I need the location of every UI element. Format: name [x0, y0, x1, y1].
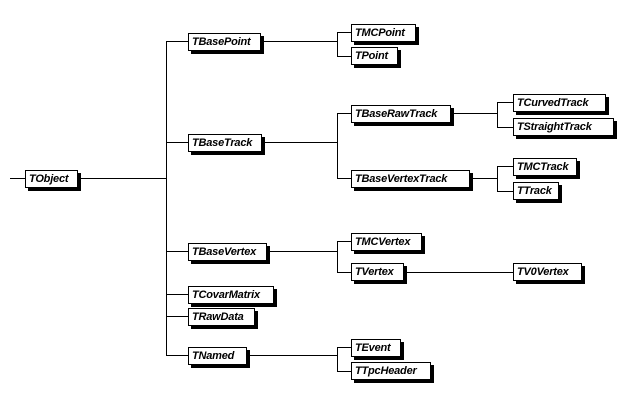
edge-tbasevertextrack-out — [470, 178, 498, 179]
class-node-tmcvertex[interactable]: TMCVertex — [351, 233, 422, 251]
class-node-tbasepoint[interactable]: TBasePoint — [188, 33, 261, 51]
class-node-trawdata[interactable]: TRawData — [188, 308, 255, 326]
class-node-label: TNamed — [192, 349, 235, 362]
class-node-label: TBasePoint — [192, 35, 251, 48]
edge-tnamed-bus — [337, 347, 338, 371]
edge-tbasepoint-out — [261, 41, 338, 42]
class-node-label: TMCTrack — [517, 160, 569, 173]
class-node-label: TCovarMatrix — [192, 288, 260, 301]
edge-tbasevertex-tvertex — [337, 272, 351, 273]
class-node-label: TV0Vertex — [517, 265, 569, 278]
edge-tbasetrack-tbaserawtrack — [337, 113, 351, 114]
edge-trunk-tbasepoint — [166, 41, 188, 42]
class-node-ttrack[interactable]: TTrack — [513, 182, 559, 200]
edge-trunk-trawdata — [166, 316, 188, 317]
edge-tbasepoint-tmcpoint — [337, 32, 351, 33]
class-node-label: TBaseVertex — [192, 245, 257, 258]
edge-tbaserawtrack-out — [451, 113, 498, 114]
class-node-tcurvedtrack[interactable]: TCurvedTrack — [513, 94, 606, 112]
edge-tbasetrack-tbasevertextrack — [337, 178, 351, 179]
edge-tbaserawtrack-tcurvedtrack — [497, 102, 513, 103]
class-node-tmctrack[interactable]: TMCTrack — [513, 158, 577, 176]
class-node-tstraighttrack[interactable]: TStraightTrack — [513, 118, 614, 136]
class-node-tcovarmatrix[interactable]: TCovarMatrix — [188, 286, 274, 304]
edge-tnamed-out — [247, 355, 338, 356]
edge-trunk-tbasevertex — [166, 251, 188, 252]
edge-root-stub — [10, 178, 26, 179]
edge-tnamed-ttpcheader — [337, 371, 351, 372]
edge-tbasepoint-tpoint — [337, 56, 351, 57]
class-node-label: TBaseRawTrack — [355, 107, 438, 120]
class-node-tvertex[interactable]: TVertex — [351, 263, 404, 281]
class-node-label: TBaseTrack — [192, 136, 253, 149]
edge-main-trunk — [166, 41, 167, 356]
class-node-label: TTpcHeader — [355, 364, 417, 377]
class-node-label: TRawData — [192, 310, 244, 323]
class-node-tobject[interactable]: TObject — [25, 170, 78, 188]
class-node-tbasetrack[interactable]: TBaseTrack — [188, 134, 262, 152]
edge-tbasevertex-bus — [337, 241, 338, 272]
edge-tbasevertextrack-bus — [497, 166, 498, 191]
edge-tbasetrack-out — [262, 142, 338, 143]
edge-tbasepoint-bus — [337, 32, 338, 56]
class-node-label: TPoint — [355, 49, 389, 62]
edge-tbasevertex-out — [267, 251, 338, 252]
edge-tbasevertextrack-tmctrack — [497, 166, 513, 167]
edge-tbasevertex-tmcvertex — [337, 241, 351, 242]
edge-trunk-tbasetrack — [166, 142, 188, 143]
edge-tbaserawtrack-bus — [497, 102, 498, 127]
class-node-tbasevertextrack[interactable]: TBaseVertexTrack — [351, 170, 470, 188]
class-node-label: TMCVertex — [355, 235, 411, 248]
class-node-label: TEvent — [355, 341, 391, 354]
edge-tobject-to-trunk — [78, 178, 166, 179]
class-node-tnamed[interactable]: TNamed — [188, 347, 247, 365]
class-node-tpoint[interactable]: TPoint — [351, 47, 398, 65]
edge-tbasetrack-bus — [337, 113, 338, 179]
class-node-label: TVertex — [355, 265, 394, 278]
class-node-tbasevertex[interactable]: TBaseVertex — [188, 243, 267, 261]
class-node-tbaserawtrack[interactable]: TBaseRawTrack — [351, 105, 451, 123]
edge-tbaserawtrack-tstraighttrack — [497, 127, 513, 128]
class-node-tv0vertex[interactable]: TV0Vertex — [513, 263, 582, 281]
class-node-ttpcheader[interactable]: TTpcHeader — [351, 362, 431, 380]
class-node-label: TCurvedTrack — [517, 96, 589, 109]
edge-tbasevertextrack-ttrack — [497, 191, 513, 192]
class-node-label: TMCPoint — [355, 26, 405, 39]
edge-tnamed-tevent — [337, 347, 351, 348]
edge-tvertex-tv0vertex — [404, 272, 513, 273]
class-node-label: TStraightTrack — [517, 120, 592, 133]
class-node-label: TTrack — [517, 184, 552, 197]
edge-trunk-tcovarmatrix — [166, 294, 188, 295]
class-node-label: TObject — [29, 172, 69, 185]
edge-trunk-tnamed — [166, 355, 188, 356]
class-node-tevent[interactable]: TEvent — [351, 339, 401, 357]
class-node-label: TBaseVertexTrack — [355, 172, 448, 185]
class-node-tmcpoint[interactable]: TMCPoint — [351, 24, 416, 42]
